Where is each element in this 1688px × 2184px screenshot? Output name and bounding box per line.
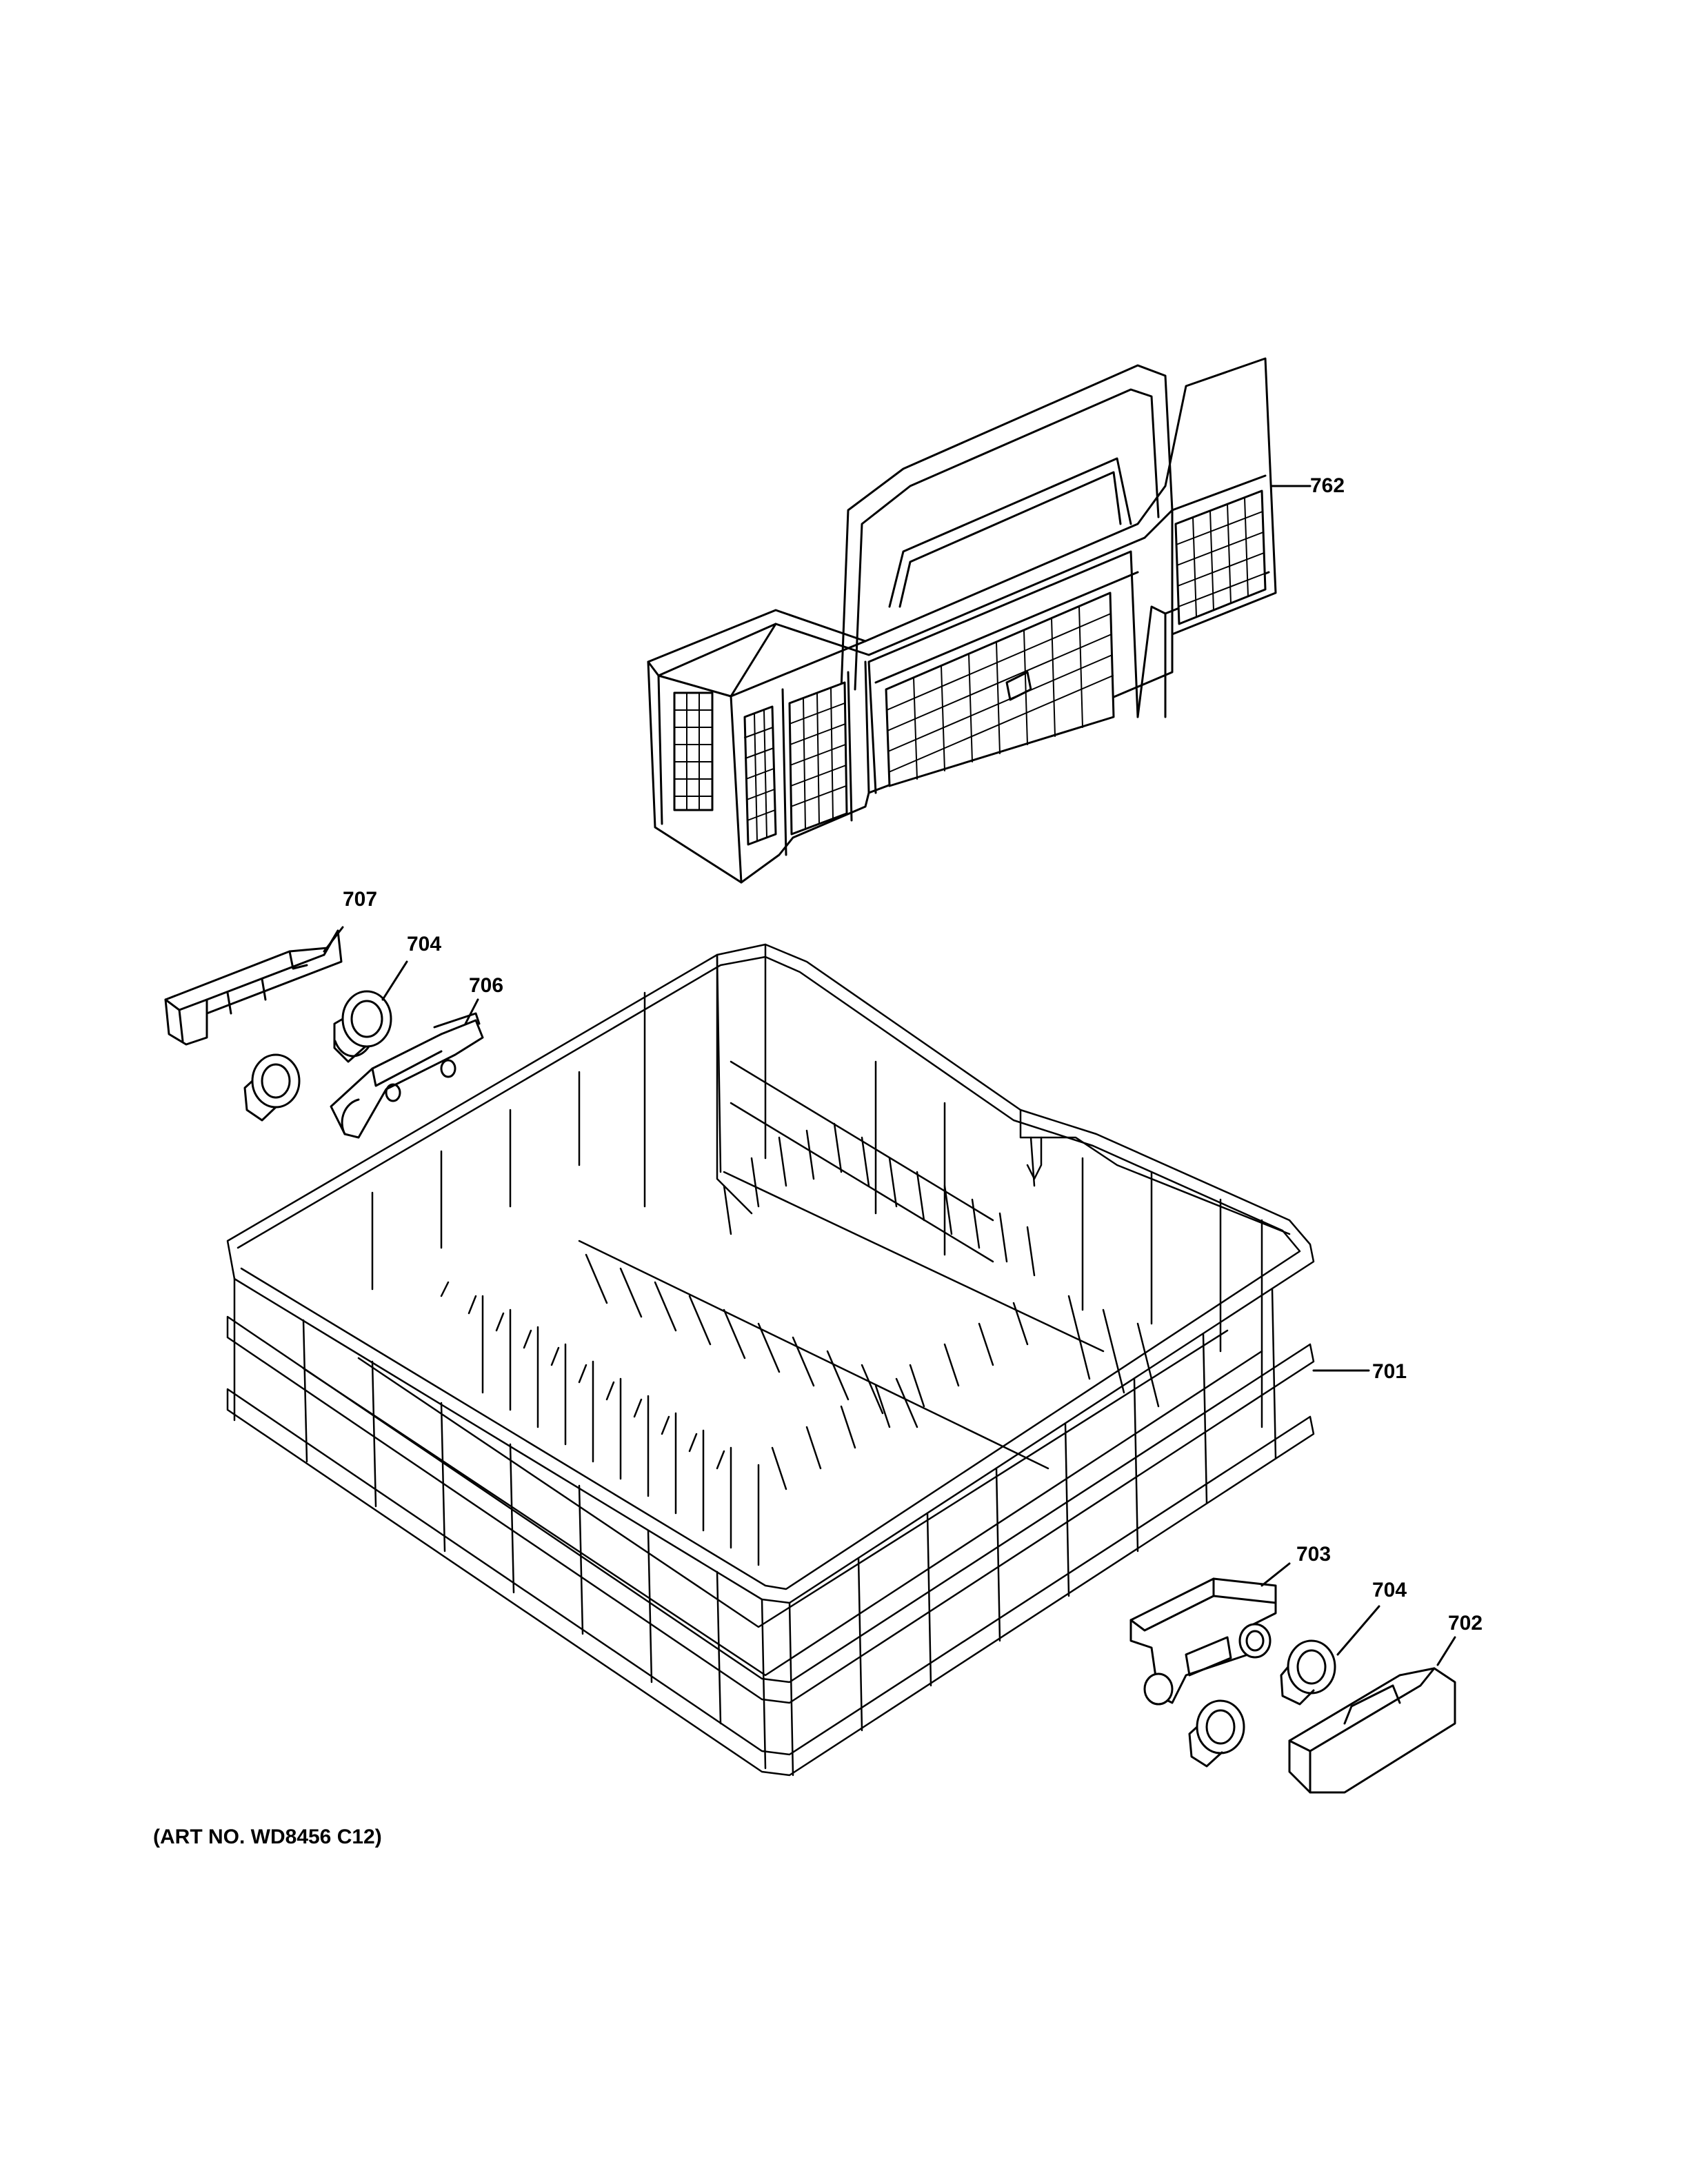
callout-762: 762 <box>1310 474 1345 497</box>
rack-bracket-706 <box>330 1012 484 1139</box>
rack-roller-704-lower-left <box>243 1053 301 1122</box>
rack-end-cap-702 <box>1288 1667 1456 1794</box>
leader-707 <box>323 926 344 953</box>
art-number: (ART NO. WD8456 C12) <box>153 1826 382 1848</box>
rack-roller-704-upper <box>333 990 392 1063</box>
dish-rack-701 <box>226 943 1315 1777</box>
rack-bracket-707 <box>164 929 343 1046</box>
callout-706: 706 <box>469 974 504 997</box>
leader-703 <box>1260 1562 1291 1587</box>
leader-704-upper <box>381 960 408 1001</box>
callout-707: 707 <box>343 888 378 911</box>
rack-roller-704-lower-right-2 <box>1188 1699 1245 1768</box>
leader-706 <box>464 998 479 1025</box>
rack-bracket-703 <box>1129 1577 1277 1706</box>
callout-704-lower: 704 <box>1372 1579 1407 1601</box>
callout-703: 703 <box>1296 1543 1332 1566</box>
callout-704-upper: 704 <box>407 933 442 956</box>
leader-702 <box>1436 1636 1456 1666</box>
silverware-basket-762 <box>647 357 1277 884</box>
leader-704-lower <box>1336 1605 1380 1656</box>
rack-roller-704-lower-right <box>1280 1639 1336 1706</box>
callout-702: 702 <box>1448 1612 1483 1635</box>
callout-701: 701 <box>1372 1360 1407 1383</box>
